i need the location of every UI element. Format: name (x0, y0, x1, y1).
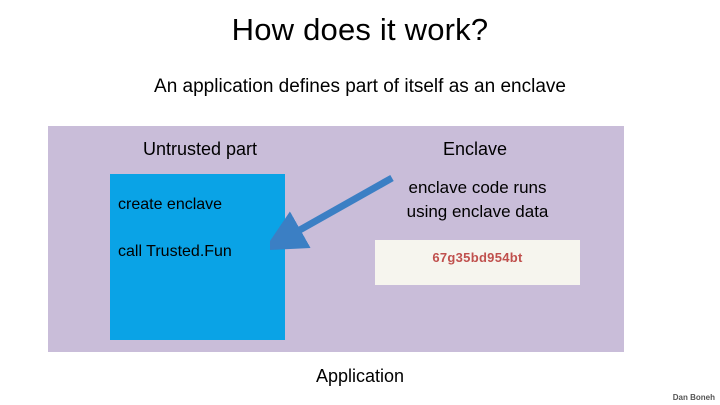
application-label: Application (315, 366, 405, 386)
untrusted-line-create-enclave: create enclave (118, 196, 223, 213)
untrusted-part-box (110, 174, 285, 340)
untrusted-line-call-trusted-fun: call Trusted.Fun (118, 243, 232, 260)
page-title: How does it work? (231, 12, 489, 47)
enclave-data-hex: 67g35bd954bt (432, 250, 523, 265)
enclave-code-text: enclave code runs using enclave data (375, 176, 580, 224)
enclave-label: Enclave (442, 139, 508, 159)
untrusted-part-label: Untrusted part (142, 139, 258, 159)
enclave-code-line-2: using enclave data (406, 202, 549, 221)
enclave-code-line-1: enclave code runs (408, 178, 547, 197)
slide-subtitle: An application defines part of itself as… (154, 76, 566, 97)
author-credit: Dan Boneh (672, 393, 715, 402)
arrow-icon (270, 174, 394, 250)
enclave-data-box (375, 240, 580, 285)
